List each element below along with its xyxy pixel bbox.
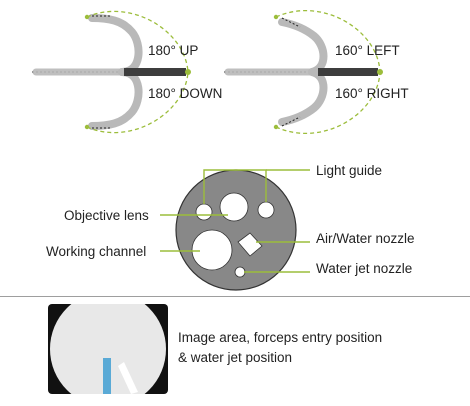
right-tip-marker bbox=[281, 116, 301, 127]
objective-lens bbox=[219, 192, 249, 222]
pivot-dot bbox=[185, 69, 191, 75]
image-area-illustration bbox=[48, 304, 168, 394]
caption-line-2: & water jet position bbox=[178, 350, 293, 365]
up-down-bending-diagram bbox=[32, 10, 191, 134]
forceps-entry-position bbox=[103, 358, 111, 394]
working-channel bbox=[191, 229, 233, 271]
light-guide-left bbox=[195, 203, 213, 221]
light-guide-label: Light guide bbox=[316, 163, 383, 178]
left-arc-end bbox=[273, 14, 279, 20]
left-tip-marker bbox=[281, 17, 301, 28]
left-bend-section bbox=[278, 18, 328, 76]
water-jet-nozzle bbox=[234, 266, 246, 278]
objective-lens-label: Objective lens bbox=[64, 208, 149, 223]
image-area-caption: Image area, forceps entry position & wat… bbox=[178, 328, 382, 368]
right-bend-section bbox=[278, 68, 328, 126]
right-range-arc bbox=[275, 71, 381, 134]
shaft bbox=[124, 68, 186, 76]
up-range-arc bbox=[86, 10, 189, 73]
distal-tip-face bbox=[160, 169, 310, 291]
endoscopic-image-area bbox=[50, 304, 166, 394]
shaft-2 bbox=[318, 68, 378, 76]
light-guide-bracket bbox=[203, 169, 267, 204]
up-arc-end bbox=[84, 14, 90, 20]
caption-line-1: Image area, forceps entry position bbox=[178, 330, 383, 345]
water-jet-nozzle-label: Water jet nozzle bbox=[316, 261, 413, 276]
down-arc-end bbox=[84, 124, 90, 130]
air-water-nozzle bbox=[237, 232, 263, 257]
working-channel-label: Working channel bbox=[46, 244, 147, 259]
right-angle-label: 160° RIGHT bbox=[335, 86, 409, 101]
left-right-bending-diagram bbox=[224, 10, 383, 134]
air-water-nozzle-label: Air/Water nozzle bbox=[316, 231, 415, 246]
water-jet-position bbox=[118, 362, 138, 394]
right-arc-end bbox=[273, 124, 279, 130]
left-angle-label: 160° LEFT bbox=[335, 43, 400, 58]
up-bend-section bbox=[88, 14, 143, 76]
light-guide-right bbox=[257, 201, 275, 219]
section-divider bbox=[0, 296, 470, 297]
down-bend-section bbox=[88, 68, 143, 130]
down-angle-label: 180° DOWN bbox=[148, 86, 223, 101]
up-angle-label: 180° UP bbox=[148, 43, 199, 58]
left-range-arc bbox=[275, 10, 381, 73]
down-range-arc bbox=[86, 71, 189, 134]
